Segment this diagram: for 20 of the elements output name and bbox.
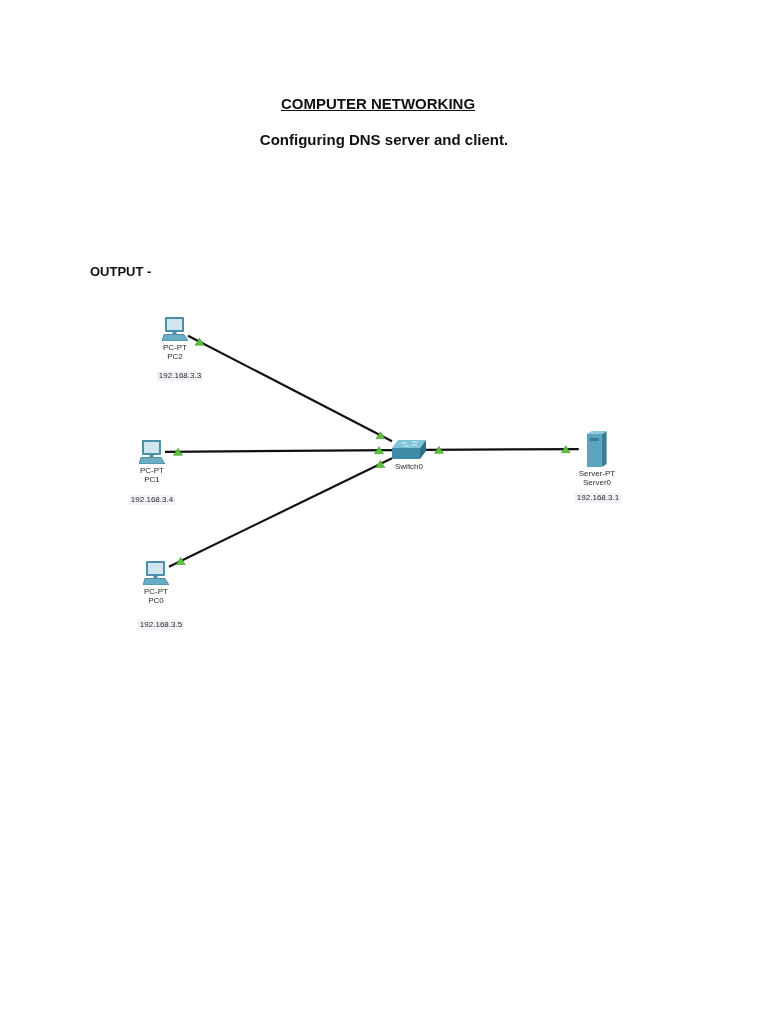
device-label: PC-PT <box>163 343 187 352</box>
device-label: Server0 <box>583 478 611 487</box>
device-label: PC0 <box>148 596 164 605</box>
network-cable <box>168 457 393 568</box>
network-cable <box>187 334 393 443</box>
device-label: PC1 <box>144 475 160 484</box>
title: COMPUTER NETWORKING <box>280 95 476 112</box>
device-label: Server-PT <box>578 469 616 478</box>
ip-address-label: 192.168.3.5 <box>137 620 185 630</box>
section-label: OUTPUT - <box>90 264 152 279</box>
ip-address-label: 192.168.3.3 <box>156 371 204 381</box>
network-cable <box>426 445 579 454</box>
ip-address-label: 192.168.3.4 <box>128 495 176 505</box>
device-label: PC-PT <box>144 587 168 596</box>
device-label: Switch0 <box>395 462 423 471</box>
device-label: PC2 <box>167 352 183 361</box>
ip-address-label: 192.168.3.1 <box>574 493 622 503</box>
subtitle: Configuring DNS server and client. <box>259 131 509 148</box>
network-cable <box>165 446 392 456</box>
device-label: PC-PT <box>140 466 164 475</box>
